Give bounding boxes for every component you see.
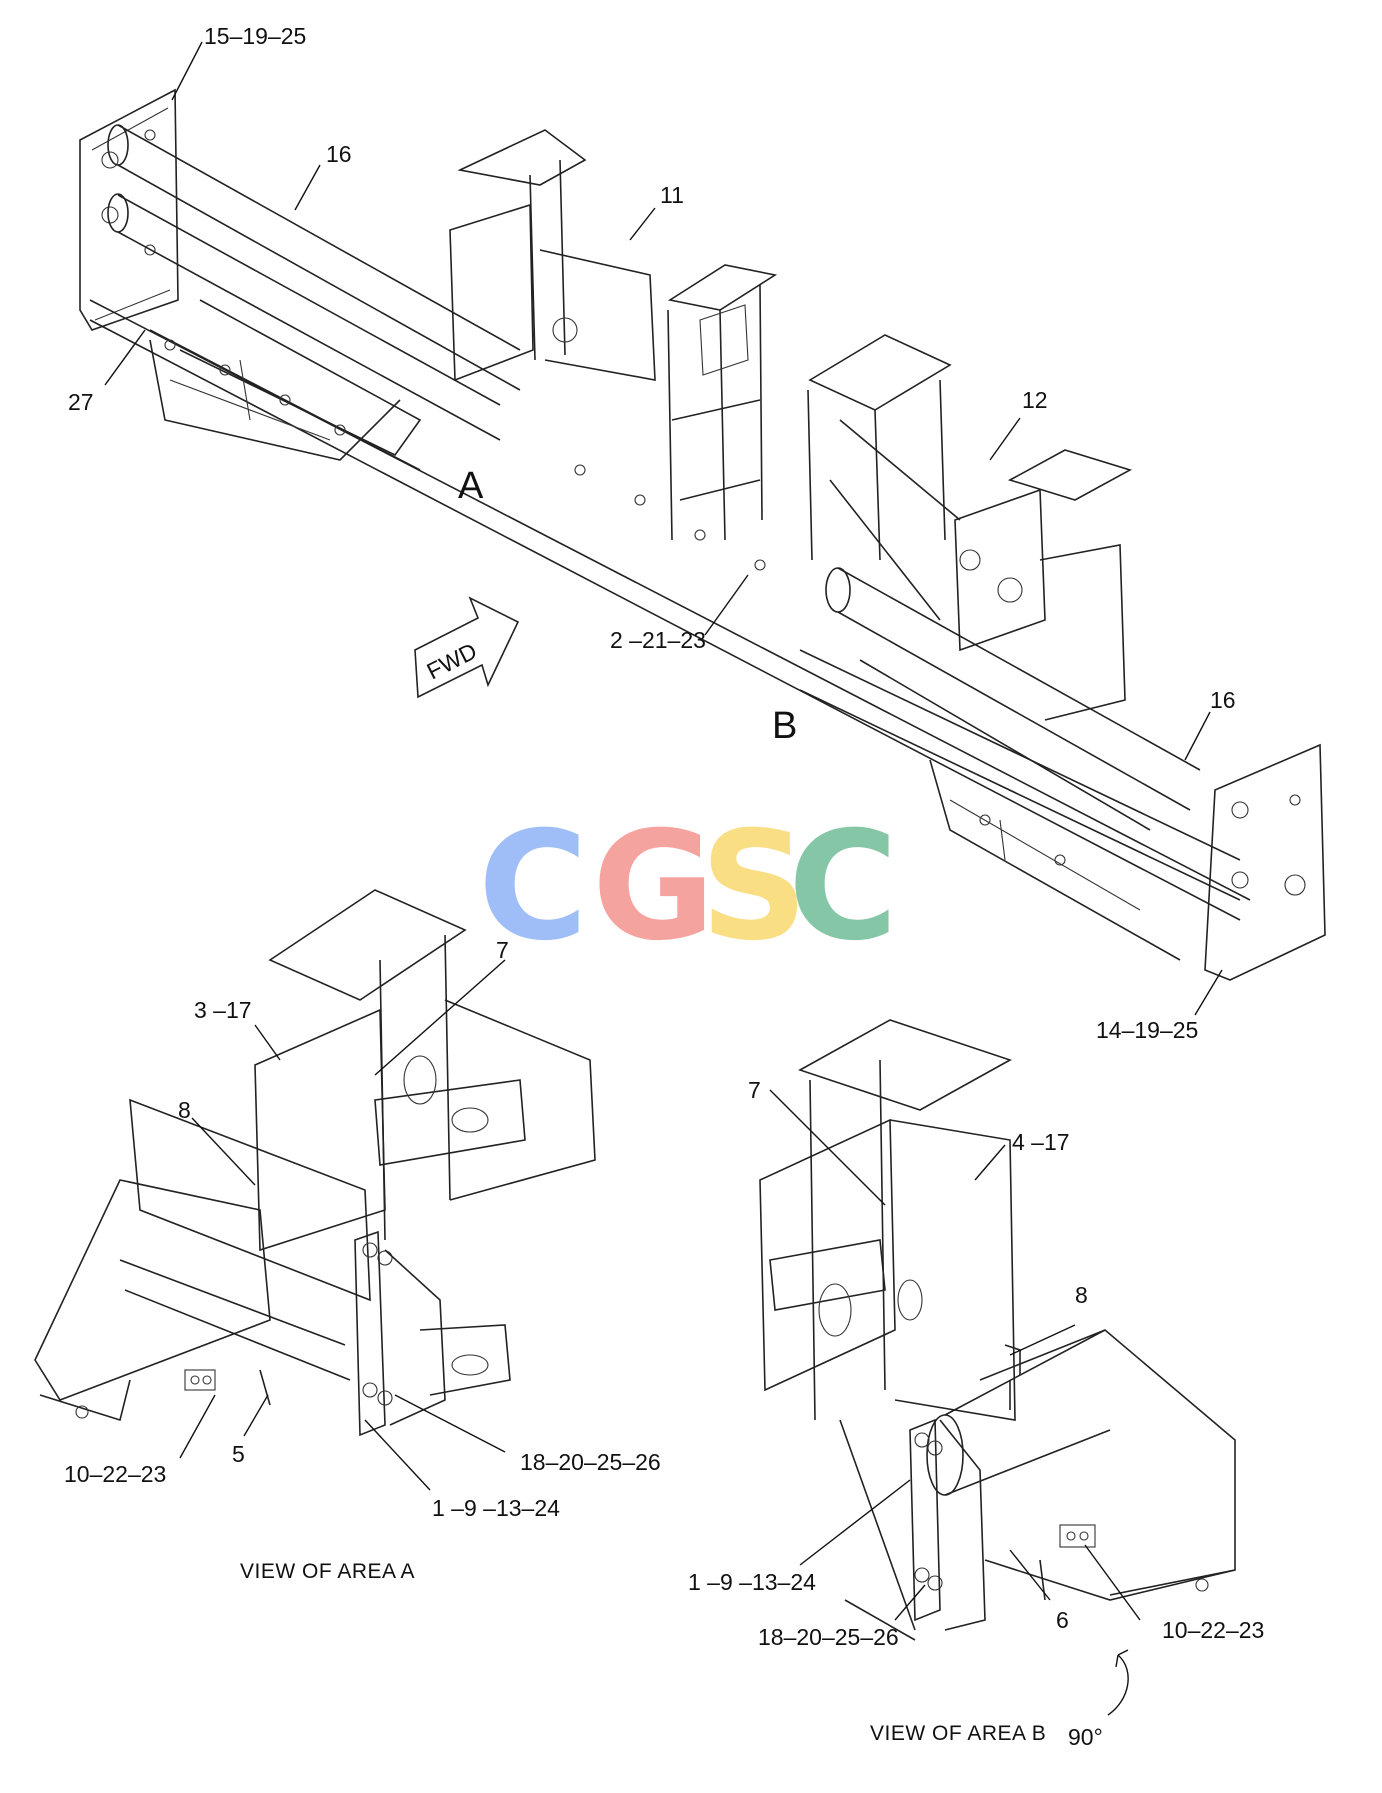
label-a-1-9-13-24: 1 –9 –13–24 [432, 1495, 560, 1521]
label-b-18-20-25-26: 18–20–25–26 [758, 1624, 899, 1650]
label-12: 12 [1022, 387, 1048, 413]
watermark: C G S C [478, 800, 898, 974]
rotation-arrow-icon [1107, 1649, 1129, 1716]
leader-lines [104, 41, 1223, 1716]
view-a-detail [34, 889, 596, 1437]
fwd-arrow [414, 596, 520, 699]
watermark-letter-g: G [592, 800, 715, 974]
label-a-5: 5 [232, 1441, 245, 1467]
label-b-6: 6 [1056, 1607, 1069, 1633]
label-16-top: 16 [326, 141, 352, 167]
label-14-19-25: 14–19–25 [1096, 1017, 1198, 1043]
label-b-4-17: 4 –17 [1012, 1129, 1070, 1155]
label-15-19-25: 15–19–25 [204, 23, 306, 49]
label-b-1-9-13-24: 1 –9 –13–24 [688, 1569, 816, 1595]
label-b-10-22-23: 10–22–23 [1162, 1617, 1264, 1643]
watermark-letter-s: S [700, 800, 808, 974]
label-11: 11 [660, 182, 684, 208]
label-a-3-17: 3 –17 [194, 997, 252, 1023]
label-a-7: 7 [496, 937, 509, 963]
label-area-a: A [458, 465, 484, 507]
caption-view-b: VIEW OF AREA B [870, 1722, 1046, 1745]
watermark-letter-c1: C [478, 800, 588, 974]
labels: 15–19–25 16 11 27 A 12 FWD 2 –21–23 B 16… [64, 23, 1264, 1750]
label-fwd: FWD [422, 638, 480, 685]
label-a-10-22-23: 10–22–23 [64, 1461, 166, 1487]
main-assembly [79, 88, 1326, 981]
view-b-detail [759, 1019, 1236, 1641]
label-b-8: 8 [1075, 1282, 1088, 1308]
caption-view-a: VIEW OF AREA A [240, 1560, 415, 1583]
label-2-21-23: 2 –21–23 [610, 627, 706, 653]
label-a-18-20-25-26: 18–20–25–26 [520, 1449, 661, 1475]
label-b-7: 7 [748, 1077, 761, 1103]
label-a-8: 8 [178, 1097, 191, 1123]
caption-rotation: 90° [1068, 1724, 1103, 1750]
watermark-letter-c2: C [788, 800, 898, 974]
label-16-right: 16 [1210, 687, 1236, 713]
label-area-b: B [772, 705, 797, 747]
label-27: 27 [68, 389, 94, 415]
